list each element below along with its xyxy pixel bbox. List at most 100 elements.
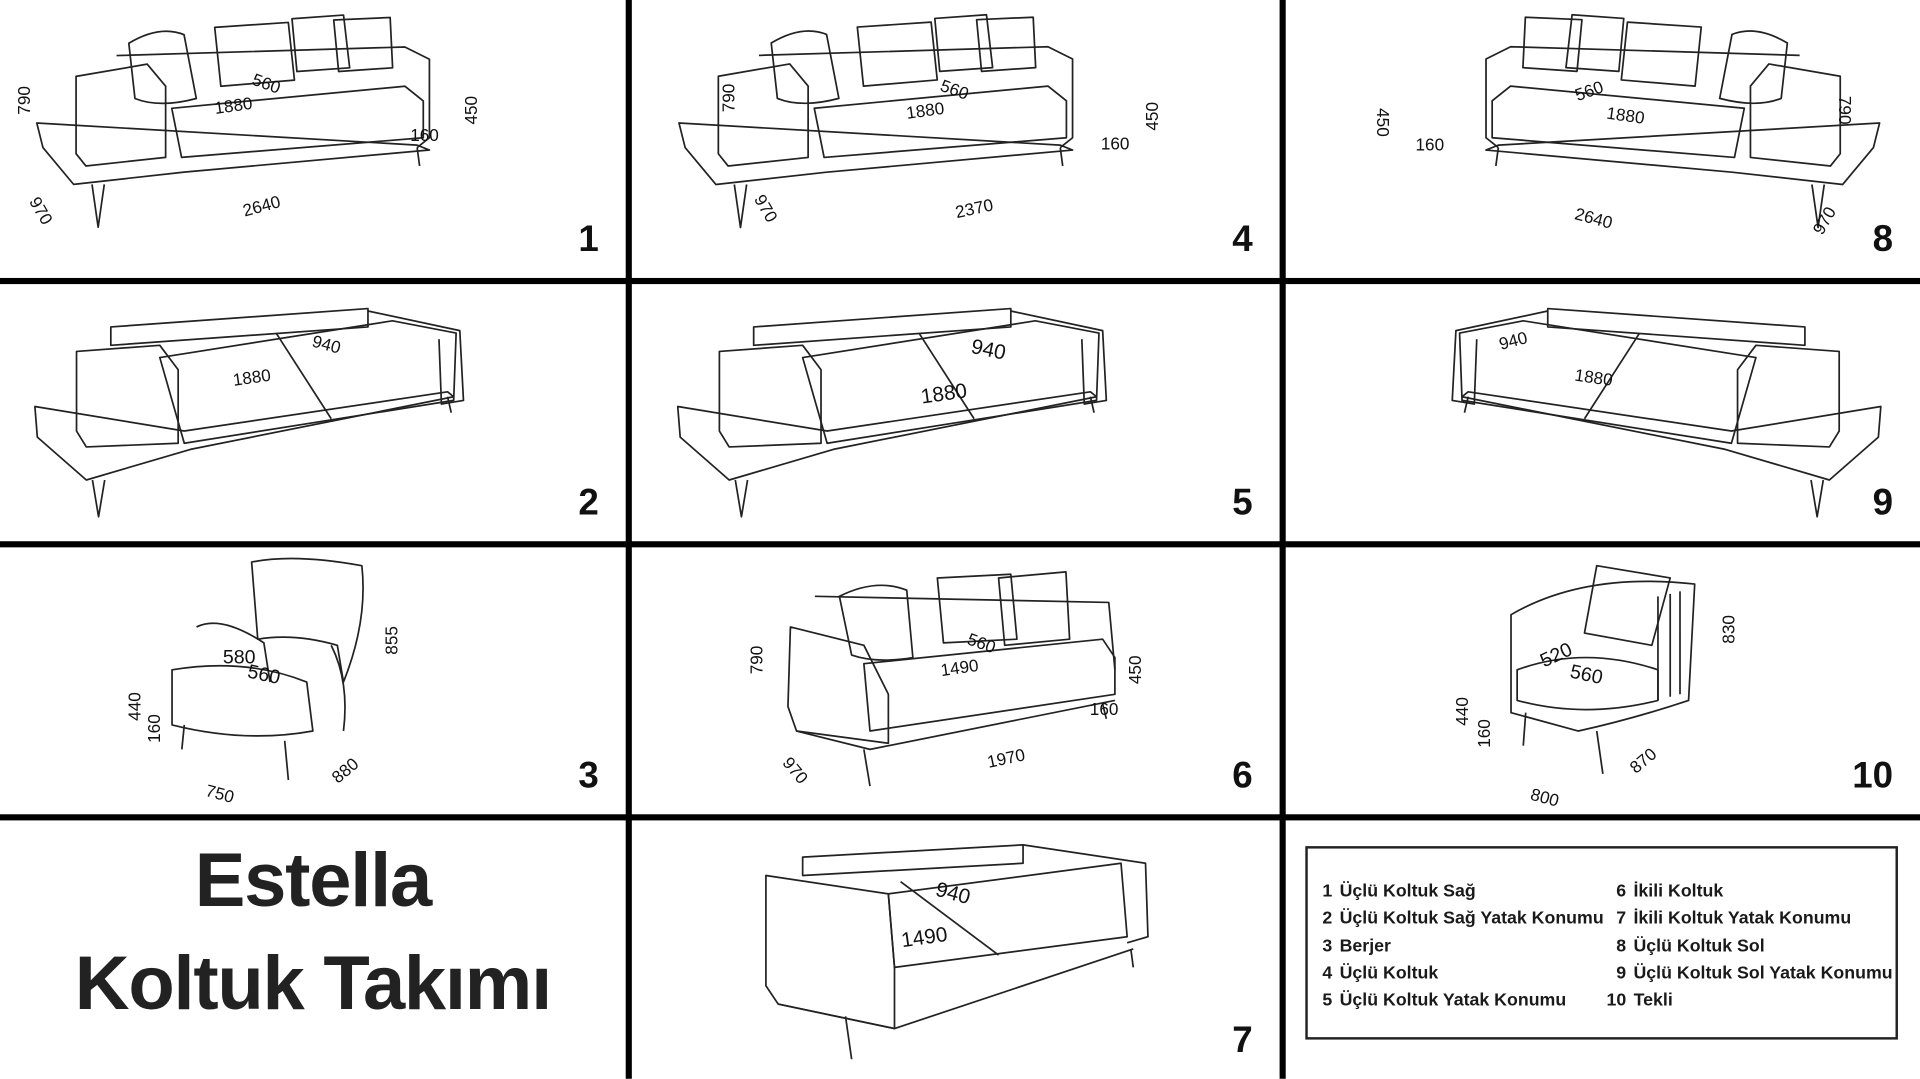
sofa-leg-outline [1595,730,1604,774]
sofa-seat-outline [1491,85,1746,159]
sofa-bed-outline [1458,319,1757,445]
sofa-base-outline [35,122,431,186]
drawing-group [787,570,1116,787]
sofa-seat-outline [171,664,314,737]
dim-label: 160 [1473,719,1494,748]
sofa-back-outline [1485,45,1800,149]
diagram-cell-2: 940 1880 2 [0,284,626,541]
divider [0,814,1920,821]
sofa-arm-outline [1022,844,1149,944]
sofa-base-outline [796,699,1116,751]
sofa-back-outline [758,45,1074,149]
product-title: Estella [194,838,432,924]
sofa-leg-outline [1522,712,1527,746]
sofa-pillow-outline [332,16,394,73]
sofa-base-outline [34,390,455,481]
cell-number: 1 [578,219,599,260]
cell-number: 4 [1232,219,1253,260]
sofa-leg-outline [1463,396,1469,413]
sofa-mid-outline [900,880,1000,956]
sofa-mid-outline [918,332,975,420]
sofa-pillow-outline [1565,13,1625,73]
sofa-pillow-outline [856,21,939,87]
sofa-mid-outline [275,332,332,420]
sofa-bed-drawing [1451,307,1882,518]
sofa-pillow-outline [936,573,1018,644]
sofa-back-outline [109,307,369,347]
sofa-leg-outline [1101,703,1108,719]
diagram-cell-10: 520 560 440 160 830 800 870 10 [1286,547,1920,814]
drawing-group [171,557,364,781]
cell-number: 9 [1872,482,1894,523]
drawing-group [678,13,1074,229]
sofa-leg-outline [91,184,106,229]
armchair-drawing [171,557,364,781]
title-cell: Estella Koltuk Takımı [0,820,626,1078]
cell-number: 6 [1232,755,1253,796]
dim-label: 790 [1835,95,1855,125]
product-subtitle: Koltuk Takımı [74,941,552,1027]
sofa-leg-outline [844,1016,853,1060]
dim-label: 830 [1718,615,1739,644]
sofa-arm-outline [718,344,822,448]
sofa-back-outline [250,557,364,683]
drawing-group [1451,307,1882,518]
sofa-frame-outline [1510,580,1696,732]
diagram-cell-3: 580 560 440 160 855 750 880 3 [0,547,626,814]
divider [625,0,632,1079]
sofa-base-outline [678,122,1074,186]
sofa-leg-outline [863,749,871,787]
sofa-arm-outline [1451,310,1548,405]
sofa-bed-drawing [34,307,465,518]
sofa-arm-outline [1749,63,1842,167]
sofa-base-outline [1485,122,1881,186]
sofa-leg-outline [1811,184,1826,229]
drawing-group [34,307,465,518]
dim-label: 790 [718,83,738,113]
cell-number: 7 [1232,1020,1253,1061]
sofa-pillow-outline [770,30,840,105]
sofa-back-outline [752,307,1012,347]
sofa-arm-outline [196,622,271,683]
sofa-leg-outline [733,184,748,229]
divider [0,541,1920,548]
sofa-seat-outline [813,85,1068,159]
sofa-bed-outline [801,319,1100,445]
sofa-arm-outline [1010,310,1108,405]
sofa-leg-outline [1810,479,1825,518]
armchair-drawing [1510,564,1696,774]
sofa-leg-outline [446,396,453,413]
sofa-leg-outline [1059,147,1064,167]
dim-label: 160 [410,124,439,145]
sofa-pillow-outline [1620,21,1703,87]
sofa-seat-outline [170,85,425,159]
dim-label: 440 [124,692,145,721]
sofa-drawing [787,570,1116,787]
sofa-back-outline [1546,307,1806,347]
sofa-pillow-outline [127,30,198,105]
cell-number: 8 [1872,219,1894,260]
drawing-group [1485,13,1881,229]
sofa-pillow-outline [291,14,351,73]
sofa-leg-outline [734,479,749,518]
dim-label: 790 [746,645,767,675]
dim-label: 450 [461,95,481,125]
dim-label: 160 [144,714,164,743]
sofa-arm-outline [75,63,167,167]
sofa-pillow-outline [933,13,994,73]
sofa-leg-outline [416,147,421,167]
sofa-bed-drawing [765,844,1149,1060]
drawing-group [1510,564,1696,774]
sofa-pillow-outline [1583,564,1672,647]
diagram-cell-4: 790 560 1880 450 160 970 2370 4 [632,0,1280,278]
drawing-group [35,14,431,229]
dim-label: 855 [381,626,402,655]
dim-label: 450 [1124,655,1145,685]
divider [1279,0,1286,1079]
